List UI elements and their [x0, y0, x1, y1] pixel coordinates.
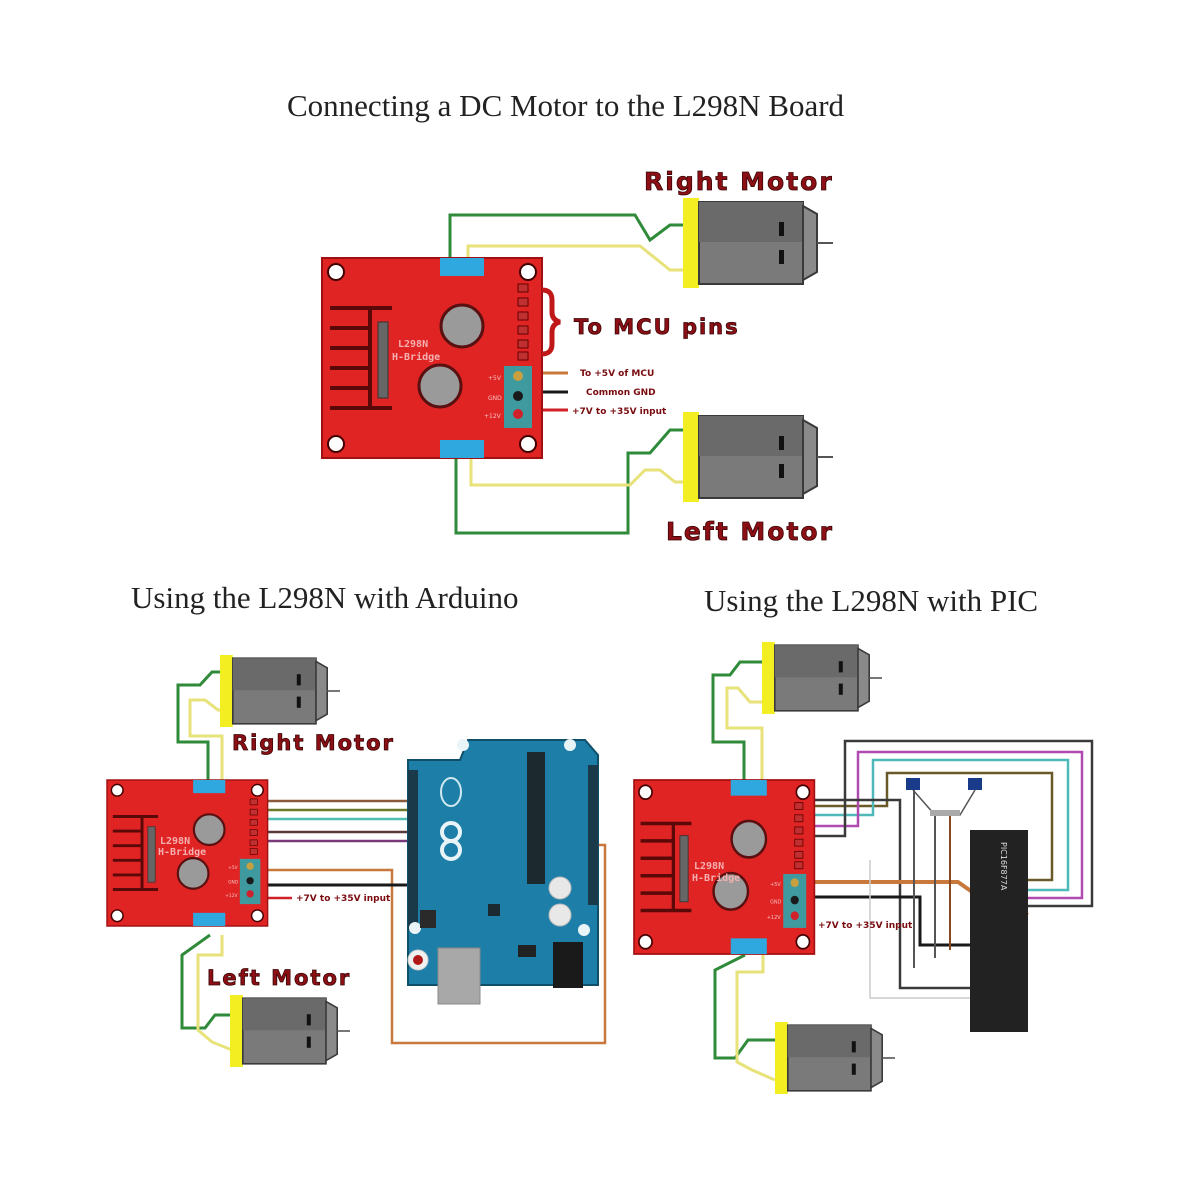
pic-microcontroller: PIC16F877A: [970, 830, 1028, 1032]
wire-yellow-left-motor: [735, 955, 776, 1082]
right-motor-label: Right Motor: [232, 731, 395, 755]
wire-green-right-motor: [711, 660, 765, 782]
mcu-pins-label: To MCU pins: [574, 315, 740, 339]
wire-green-left-motor: [454, 428, 690, 535]
board-label-line1: L298N: [160, 836, 190, 847]
power-label-vin: +7V to +35V input: [572, 407, 667, 417]
pic-diagram: L298N H-Bridge +7V to +35V input PIC16F8…: [632, 641, 1094, 1095]
wire-yellow-right-motor: [725, 686, 765, 782]
left-motor-label: Left Motor: [207, 966, 351, 990]
brace-icon: [541, 287, 561, 357]
main-title: Connecting a DC Motor to the L298N Board: [287, 88, 845, 123]
wire-green-right-motor: [176, 670, 228, 782]
arduino-uno-board: [407, 739, 599, 1005]
power-label: +7V to +35V input: [296, 894, 391, 904]
arduino-diagram: L298N H-Bridge Right Motor Left Motor +7…: [105, 654, 607, 1068]
left-motor-arduino: [229, 994, 351, 1068]
pic-section-title: Using the L298N with PIC: [704, 583, 1039, 618]
wire-green-left-motor: [180, 933, 232, 1030]
right-motor-arduino: [219, 654, 341, 728]
board-label-line1: L298N: [694, 861, 724, 872]
board-label-line2: H-Bridge: [692, 872, 740, 884]
left-motor-top: [682, 411, 834, 503]
board-label-line1: L298N: [398, 339, 428, 350]
wire-yellow-left-motor: [469, 458, 690, 487]
chip-label: PIC16F877A: [999, 842, 1008, 891]
power-label: +7V to +35V input: [818, 921, 913, 931]
left-motor-pic: [774, 1021, 896, 1095]
crystal-oscillator: [906, 778, 982, 816]
power-label-gnd: Common GND: [586, 388, 656, 398]
right-motor-pic: [761, 641, 883, 715]
top-diagram: L298N H-Bridge Right Motor To MCU pins L…: [320, 167, 834, 546]
arduino-section-title: Using the L298N with Arduino: [131, 580, 519, 615]
left-motor-label: Left Motor: [666, 517, 834, 546]
wire-green-right-motor: [448, 213, 690, 262]
power-label-5v: To +5V of MCU: [580, 369, 654, 379]
wire-yellow-right-motor: [466, 244, 690, 272]
wire-yellow-right-motor: [188, 698, 228, 782]
wire-green-left-motor: [713, 953, 775, 1060]
board-label-line2: H-Bridge: [158, 846, 206, 858]
right-motor-top: [682, 197, 834, 289]
right-motor-label: Right Motor: [644, 167, 834, 196]
board-label-line2: H-Bridge: [392, 351, 440, 363]
wire-yellow-left-motor: [196, 935, 233, 1052]
l298n-board-pic: [632, 778, 817, 956]
